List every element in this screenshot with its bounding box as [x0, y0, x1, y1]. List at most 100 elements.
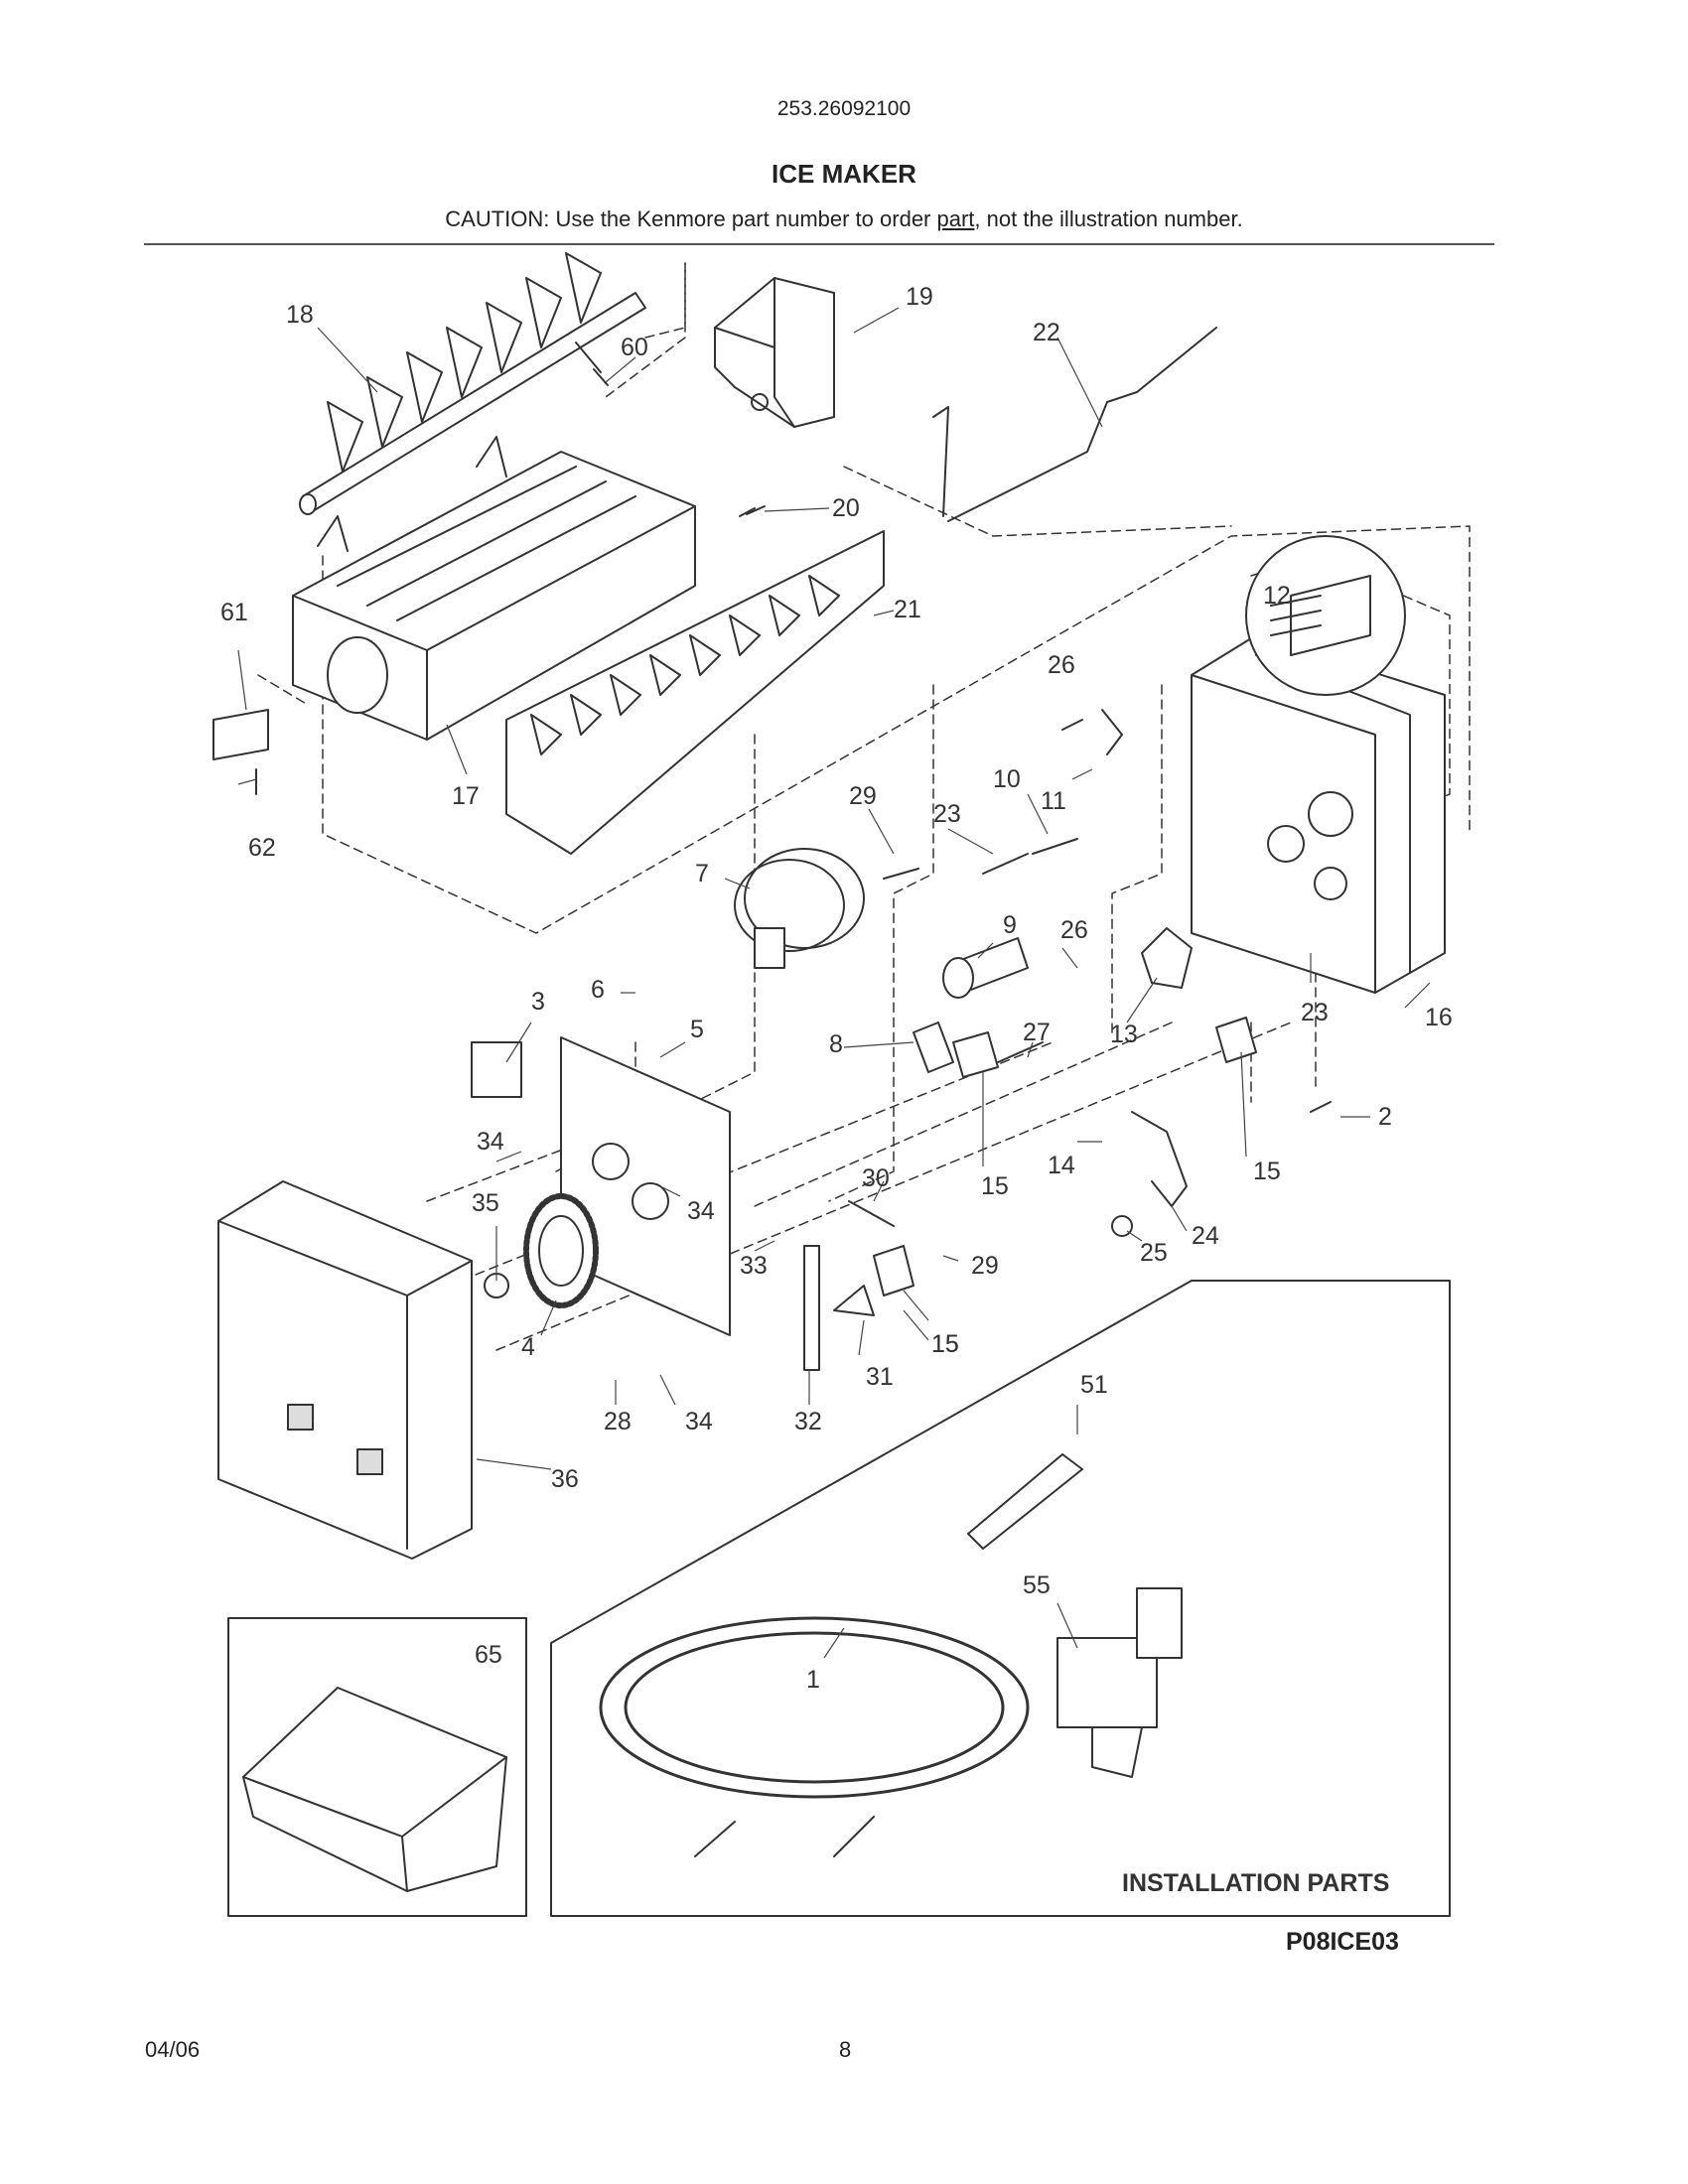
callout-13: 13	[1110, 1021, 1138, 1048]
installation-parts-box	[550, 1280, 1451, 1917]
part-65-ice-bin	[242, 1687, 507, 1892]
callout-35: 35	[472, 1189, 499, 1217]
footer-date: 04/06	[145, 2037, 201, 2062]
callout-15d: 15	[931, 1330, 959, 1358]
callout-10: 10	[993, 765, 1021, 793]
part-36-front-cover	[217, 1180, 473, 1560]
part-25-screw	[1111, 1215, 1133, 1237]
part-31-cam	[833, 1285, 875, 1316]
part-12-connector	[1245, 535, 1406, 696]
part-24-arm	[1131, 1111, 1188, 1207]
caution-prefix: CAUTION: Use the Kenmore part number to …	[445, 206, 937, 231]
callout-16: 16	[1425, 1004, 1453, 1031]
part-61-bracket	[212, 709, 269, 760]
callout-29: 29	[849, 782, 877, 810]
callout-26: 26	[1048, 651, 1075, 679]
callout-33: 33	[740, 1252, 768, 1280]
callout-36: 36	[551, 1465, 579, 1493]
caution-note: CAUTION: Use the Kenmore part number to …	[0, 206, 1688, 232]
caution-part-link: part	[936, 206, 975, 231]
part-29-screw	[883, 868, 919, 880]
callout-2: 2	[1378, 1103, 1392, 1131]
callout-15b: 15	[981, 1172, 1009, 1200]
callout-labels: 18 60 19 22 20 61 21 12 26 62 17 29 10 1…	[220, 283, 1453, 1694]
part-8-lever	[913, 1022, 954, 1073]
callout-23b: 23	[1301, 999, 1329, 1026]
header-rule	[144, 243, 1494, 245]
callout-62: 62	[248, 834, 276, 862]
callout-9: 9	[1003, 911, 1017, 939]
callout-26b: 26	[1060, 916, 1088, 944]
callout-4: 4	[521, 1333, 535, 1361]
callout-15a: 15	[1253, 1158, 1281, 1185]
callout-1: 1	[806, 1666, 820, 1694]
callout-leaders	[237, 307, 1431, 1659]
callout-12: 12	[1263, 582, 1291, 610]
callout-15c: 15	[931, 1330, 959, 1358]
callout-32: 32	[794, 1408, 822, 1435]
part-22-shutoff-arm	[932, 327, 1217, 522]
part-51-adapter	[967, 1453, 1083, 1550]
page-number: 8	[839, 2037, 852, 2062]
callout-20: 20	[832, 494, 860, 522]
callout-34: 34	[477, 1128, 504, 1156]
part-23-screw	[982, 853, 1029, 875]
callout-5: 5	[690, 1016, 704, 1043]
part-55-water-valve	[1056, 1587, 1183, 1778]
callout-29b: 29	[971, 1252, 999, 1280]
part-1-water-line	[599, 1616, 1030, 1857]
part-32-bracket	[803, 1245, 820, 1371]
part-15-switch-lower	[873, 1245, 914, 1297]
callout-14: 14	[1048, 1152, 1075, 1179]
part-5-mounting-plate	[560, 1036, 731, 1336]
callout-60: 60	[621, 334, 648, 361]
caution-suffix: , not the illustration number.	[974, 206, 1243, 231]
callout-27: 27	[1023, 1019, 1051, 1046]
part-13-heater	[1141, 927, 1193, 989]
part-15-switch	[952, 1031, 999, 1078]
part-18-ejector	[299, 252, 646, 515]
callout-51: 51	[1080, 1371, 1108, 1399]
part-15-switch-right	[1215, 1017, 1257, 1063]
callout-3: 3	[531, 988, 545, 1016]
callout-21: 21	[894, 596, 921, 623]
part-7-motor	[734, 848, 865, 969]
callout-6: 6	[591, 976, 605, 1004]
callout-7: 7	[695, 860, 709, 887]
drawing-code: P08ICE03	[1286, 1928, 1399, 1956]
part-10-pin	[1032, 838, 1078, 855]
callout-19: 19	[906, 283, 933, 311]
callout-65: 65	[475, 1641, 502, 1669]
ice-bin-box	[227, 1617, 527, 1917]
callout-30: 30	[862, 1164, 890, 1192]
callout-18: 18	[286, 301, 314, 329]
callout-25: 25	[1140, 1239, 1168, 1267]
part-17-mold	[292, 436, 696, 741]
callout-8: 8	[829, 1030, 843, 1058]
callout-23: 23	[933, 800, 961, 828]
callout-11: 11	[1041, 787, 1066, 815]
callout-34c: 34	[685, 1408, 713, 1435]
part-20-screw	[739, 505, 766, 517]
callout-55: 55	[1023, 1571, 1051, 1599]
part-9-thermostat	[942, 937, 1029, 999]
model-number: 253.26092100	[776, 97, 912, 120]
callout-28: 28	[604, 1408, 632, 1435]
part-27-spring	[997, 1041, 1044, 1063]
callout-22: 22	[1033, 319, 1060, 346]
callout-31: 31	[866, 1363, 894, 1391]
part-2-spring	[1310, 1101, 1332, 1113]
callout-24: 24	[1192, 1222, 1219, 1250]
part-11-clip	[1061, 709, 1123, 755]
callout-61: 61	[220, 599, 248, 626]
page-title: ICE MAKER	[772, 159, 916, 189]
part-21-stripper	[505, 530, 885, 855]
part-19-fill-cup	[714, 277, 835, 428]
callout-17: 17	[452, 782, 480, 810]
part-4-gear	[523, 1193, 599, 1308]
part-30-screw	[848, 1200, 895, 1227]
installation-parts-label: INSTALLATION PARTS	[1122, 1869, 1389, 1897]
part-60-screw	[575, 341, 609, 386]
callout-34b: 34	[687, 1197, 715, 1225]
